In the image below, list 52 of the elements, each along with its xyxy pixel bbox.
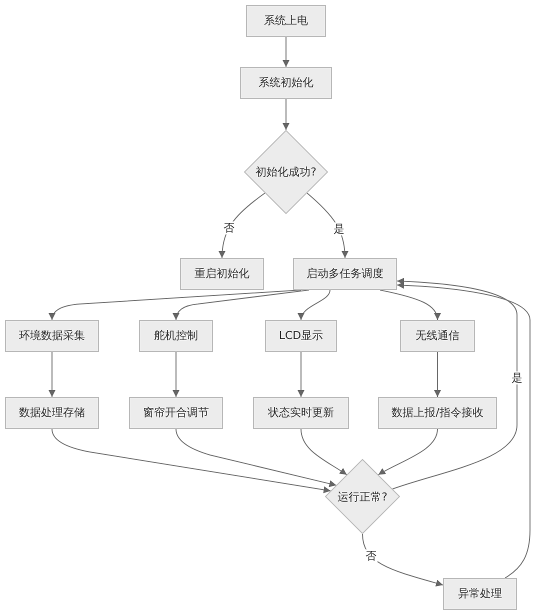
- arrow: [48, 352, 56, 398]
- step-text: 启动多任务调度: [306, 267, 384, 281]
- decision-text: 初始化成功?: [256, 165, 316, 179]
- process-box: [253, 397, 349, 429]
- edge-label: 否: [222, 221, 236, 235]
- arrow: [218, 192, 266, 258]
- process-box: [400, 320, 475, 352]
- step-text: 环境数据采集: [19, 329, 85, 343]
- step-text: 无线通信: [416, 329, 460, 343]
- edge-label: 是: [510, 371, 524, 384]
- arrow: [298, 352, 304, 398]
- arrow: [380, 290, 440, 320]
- process-box: [293, 258, 397, 290]
- step-text: 数据处理存储: [19, 406, 85, 420]
- step-text: 异常处理: [458, 587, 502, 601]
- edge-label: 否: [364, 550, 378, 563]
- arrow: [434, 352, 441, 398]
- process-box: [246, 5, 326, 37]
- arrow: [282, 36, 290, 68]
- process-box: [180, 258, 264, 290]
- arrow: [172, 290, 310, 320]
- step-text: 数据上报/指令接收: [392, 406, 484, 420]
- process-box: [378, 397, 497, 429]
- decision-diamond: [244, 130, 328, 214]
- arrow: [49, 290, 302, 320]
- step-text: 状态实时更新: [268, 406, 334, 420]
- arrow: [172, 352, 180, 398]
- process-box: [265, 320, 337, 352]
- step-text: 窗帘开合调节: [143, 406, 209, 420]
- step-text: 重启初始化: [194, 267, 250, 281]
- step-text: 系统上电: [264, 14, 308, 28]
- arrow: [282, 98, 290, 130]
- process-box: [5, 397, 99, 429]
- arrow: [52, 428, 332, 494]
- step-text: LCD显示: [278, 329, 324, 343]
- arrow: [378, 428, 438, 476]
- process-box: [443, 578, 517, 610]
- decision-text: 运行正常?: [338, 490, 388, 504]
- step-text: 舵机控制: [154, 329, 198, 343]
- arrow: [392, 278, 518, 490]
- process-box: [129, 397, 223, 429]
- step-text: 系统初始化: [258, 76, 314, 90]
- edge-label: 是: [332, 222, 346, 236]
- arrow: [362, 534, 444, 586]
- process-box: [5, 320, 99, 352]
- decision-diamond: [325, 459, 400, 534]
- arrow: [300, 428, 348, 476]
- arrow: [176, 428, 337, 488]
- process-box: [240, 67, 332, 99]
- arrow: [396, 282, 530, 578]
- process-box: [139, 320, 213, 352]
- arrow: [298, 290, 330, 320]
